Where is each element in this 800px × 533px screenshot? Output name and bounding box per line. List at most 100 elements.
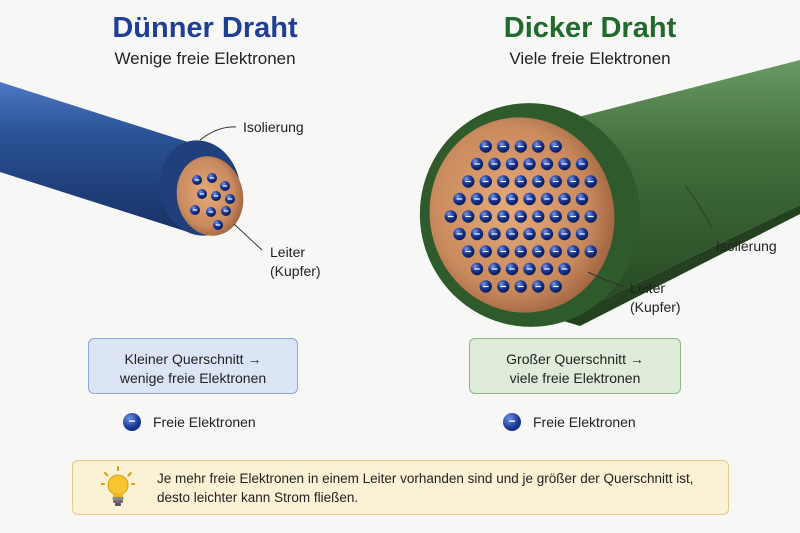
electron: [514, 245, 527, 258]
electron: [462, 210, 475, 223]
thick-conductor-pointer: [587, 271, 625, 287]
electron: [497, 280, 510, 293]
electron: [523, 192, 536, 206]
electron: [514, 175, 527, 188]
electron: [190, 205, 200, 215]
thin-conductor-label-line-1: Leiter: [270, 244, 306, 260]
electron: [584, 210, 597, 223]
thick-conductor-label-line-2: (Kupfer): [630, 299, 681, 315]
thin-wire-summary-box: Kleiner Querschnitt → wenige freie Elekt…: [88, 338, 298, 394]
thick-wire-subtitle: Viele freie Elektronen: [509, 49, 671, 68]
electron: [211, 191, 221, 201]
electron: [470, 262, 484, 276]
thick-legend-text: Freie Elektronen: [533, 414, 636, 430]
thick-conductor-label-line-1: Leiter: [630, 280, 666, 296]
lightbulb-icon: [101, 466, 135, 506]
thick-summary-line-2: viele freie Elektronen: [509, 370, 641, 386]
electron: [192, 175, 202, 185]
electron: [567, 175, 580, 188]
electron: [462, 175, 475, 188]
electron-icon: −: [123, 413, 141, 431]
electron: [575, 157, 589, 171]
electron: [532, 245, 545, 258]
electron: [558, 157, 571, 171]
electron: [575, 192, 589, 206]
thin-summary-line-2: wenige freie Elektronen: [119, 370, 267, 386]
electron: [462, 245, 475, 258]
electron: [470, 192, 484, 206]
electron: [197, 189, 207, 199]
electron: [488, 262, 501, 276]
electron-icon: −: [503, 413, 521, 431]
electron: [540, 192, 554, 206]
thin-insulation-label: Isolierung: [243, 119, 304, 135]
electron: [221, 206, 231, 216]
thin-wire-title: Dünner Draht: [112, 12, 298, 44]
electron: [514, 280, 527, 293]
thick-summary-line-1: Großer Querschnitt →: [506, 351, 644, 367]
electron: [488, 192, 501, 206]
thick-wire: [419, 60, 800, 327]
thick-conductor-label: Leiter (Kupfer): [630, 279, 681, 317]
electron: [479, 210, 492, 223]
electron: [488, 157, 501, 171]
thin-legend-text: Freie Elektronen: [153, 414, 256, 430]
thick-wire-summary-box: Großer Querschnitt → viele freie Elektro…: [469, 338, 681, 394]
electron: [532, 210, 545, 223]
electron: [479, 140, 492, 153]
electron: [470, 157, 484, 171]
electron: [497, 140, 510, 153]
thick-insulation-pointer: [684, 184, 713, 229]
electron: [497, 175, 510, 188]
electron: [558, 262, 571, 276]
electron: [584, 175, 597, 188]
electron: [505, 192, 519, 206]
electron: [497, 245, 510, 258]
electron: [505, 157, 519, 171]
thin-insulation-pointer: [199, 126, 237, 141]
thick-electrons: [444, 140, 597, 293]
electron: [505, 227, 519, 241]
tip-box: Je mehr freie Elektronen in einem Leiter…: [72, 460, 729, 515]
electron: [558, 192, 571, 206]
electron: [497, 210, 510, 223]
electron: [444, 210, 457, 223]
tip-line-1: Je mehr freie Elektronen in einem Leiter…: [157, 471, 694, 486]
electron: [532, 175, 545, 188]
electron: [479, 245, 492, 258]
electron: [225, 194, 235, 204]
electron: [549, 140, 562, 153]
electron: [523, 157, 536, 171]
thin-wire: [0, 82, 244, 236]
electron: [479, 280, 492, 293]
thin-conductor-label: Leiter (Kupfer): [270, 243, 321, 281]
electron: [540, 262, 554, 276]
electron: [453, 227, 466, 241]
tip-text: Je mehr freie Elektronen in einem Leiter…: [157, 469, 717, 507]
electron: [220, 181, 230, 191]
thin-electron-legend: − Freie Elektronen: [123, 413, 256, 431]
tip-line-2: desto leichter kann Strom fließen.: [157, 490, 359, 505]
electron: [488, 227, 501, 241]
electron: [575, 227, 589, 241]
electron: [549, 280, 562, 293]
electron: [206, 207, 216, 217]
electron: [549, 210, 562, 223]
electron: [453, 192, 466, 206]
electron: [532, 140, 545, 153]
electron: [532, 280, 545, 293]
electron: [540, 227, 554, 241]
electron: [540, 157, 554, 171]
electron: [523, 262, 536, 276]
electron: [505, 262, 519, 276]
electron: [549, 245, 562, 258]
thin-electrons: [190, 173, 235, 230]
electron: [523, 227, 536, 241]
electron: [207, 173, 217, 183]
electron: [213, 220, 223, 230]
electron: [549, 175, 562, 188]
electron: [479, 175, 492, 188]
thin-wire-subtitle: Wenige freie Elektronen: [114, 49, 296, 68]
thin-summary-line-1: Kleiner Querschnitt →: [124, 351, 262, 367]
electron: [514, 210, 527, 223]
